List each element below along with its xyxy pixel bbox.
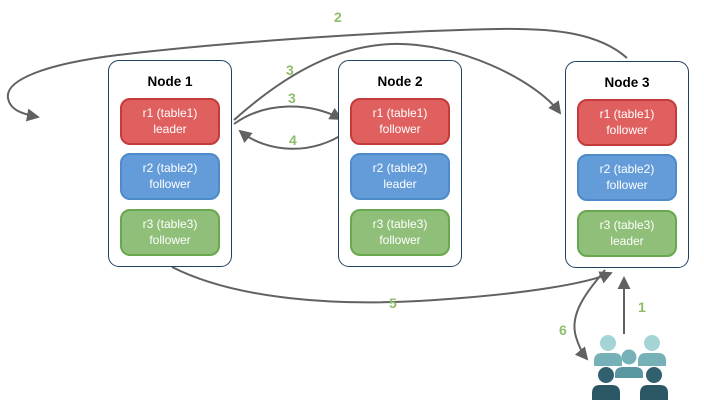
node-3: Node 3 r1 (table1) follower r2 (table2) … (565, 61, 689, 268)
node-3-replica-r2: r2 (table2) follower (577, 154, 677, 201)
lease-badge-green: lease (505, 222, 560, 243)
replica-role: follower (379, 232, 421, 247)
step-label-5: 5 (389, 295, 397, 311)
arrow-step3-node1-to-node2 (233, 105, 343, 125)
replica-label: r2 (table2) (599, 161, 655, 176)
node-3-replica-r1: r1 (table1) follower (577, 99, 677, 146)
replica-role: leader (610, 233, 644, 248)
replica-role: follower (606, 122, 648, 137)
replica-label: r3 (table3) (372, 216, 428, 231)
node-1-replica-r1: r1 (table1) leader (120, 98, 220, 145)
node-2: Node 2 r1 (table1) follower r2 (table2) … (338, 60, 462, 267)
node-1: Node 1 r1 (table1) leader r2 (table2) fo… (108, 60, 232, 267)
replica-role: leader (383, 176, 417, 191)
replica-label: r1 (table1) (372, 105, 428, 120)
replica-role: follower (379, 121, 421, 136)
node-1-replica-r3: r3 (table3) follower (120, 209, 220, 256)
lease-badge-red: lease (49, 111, 103, 132)
replica-label: r3 (table3) (142, 216, 198, 231)
step-label-6: 6 (559, 322, 567, 338)
node-2-title: Node 2 (377, 74, 423, 89)
step-label-4: 4 (289, 132, 297, 148)
replica-label: r1 (table1) (599, 106, 655, 121)
replica-label: r2 (table2) (372, 160, 428, 175)
node-1-title: Node 1 (147, 74, 193, 89)
node-2-replica-r2: r2 (table2) leader (350, 153, 450, 200)
step-label-1: 1 (638, 299, 646, 315)
node-3-title: Node 3 (604, 75, 650, 90)
replica-role: follower (149, 176, 191, 191)
node-2-replica-r1: r1 (table1) follower (350, 98, 450, 145)
replica-role: follower (149, 232, 191, 247)
replica-role: follower (606, 177, 648, 192)
node-2-replica-r3: r3 (table3) follower (350, 209, 450, 256)
step-label-3b: 3 (288, 90, 296, 106)
replica-label: r1 (table1) (142, 105, 198, 120)
arrow-step2-node3-to-lease1 (6, 27, 628, 122)
users-icon (592, 335, 668, 400)
replica-label: r2 (table2) (142, 160, 198, 175)
replica-role: leader (153, 121, 187, 136)
step-label-3a: 3 (286, 62, 294, 78)
step-label-2: 2 (334, 9, 342, 25)
replica-label: r3 (table3) (599, 217, 655, 232)
node-1-replica-r2: r2 (table2) follower (120, 153, 220, 200)
node-3-replica-r3: r3 (table3) leader (577, 210, 677, 257)
lease-badge-blue: lease (276, 165, 323, 185)
